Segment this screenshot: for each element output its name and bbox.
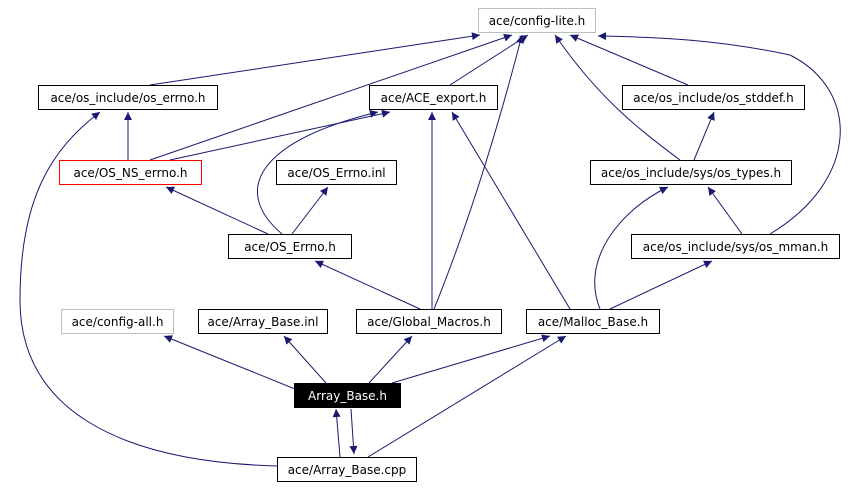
node-os-mman[interactable]: ace/os_include/sys/os_mman.h [631,234,840,259]
node-array-base-h[interactable]: Array_Base.h [294,383,401,408]
edge-array-base-h-to-global-macros [368,335,413,384]
edge-os-types-to-config-lite [554,34,681,161]
edge-array-base-h-to-config-all [163,335,301,392]
edge-cpp-to-array-base-h-a [332,408,341,458]
edge-array-base-h-to-cpp [349,408,358,455]
edge-cpp-to-os-errno [19,111,279,467]
node-os-errno[interactable]: ace/os_include/os_errno.h [38,85,218,110]
edge-os-errno-to-config-lite [149,32,481,86]
edge-os-errno-h-to-os-ns-errno [165,186,269,235]
node-os-stddef[interactable]: ace/os_include/os_stddef.h [622,85,805,110]
node-os-errno-inl[interactable]: ace/OS_Errno.inl [276,160,397,185]
edge-ace-export-to-config-lite [449,34,529,86]
node-os-errno-h[interactable]: ace/OS_Errno.h [228,234,352,259]
node-array-base-cpp[interactable]: ace/Array_Base.cpp [277,457,417,482]
node-array-base-inl[interactable]: ace/Array_Base.inl [198,309,328,334]
edge-malloc-base-to-os-types [594,186,669,310]
edge-cpp-to-malloc-base [367,335,567,458]
edge-global-macros-to-os-errno-h [314,260,421,310]
node-config-all[interactable]: ace/config-all.h [61,309,174,334]
edge-os-ns-errno-to-ace-export [169,109,391,161]
edge-array-base-h-to-malloc-base [391,334,551,384]
edge-os-ns-errno-to-config-lite [149,33,513,161]
node-os-types[interactable]: ace/os_include/sys/os_types.h [590,160,792,185]
edge-os-mman-to-config-lite [597,32,841,235]
node-os-ns-errno[interactable]: ace/OS_NS_errno.h [59,160,202,185]
edge-malloc-base-to-ace-export [451,111,571,310]
node-global-macros[interactable]: ace/Global_Macros.h [356,309,502,334]
edge-global-macros-to-config-lite [433,34,524,310]
node-ace-export[interactable]: ace/ACE_export.h [369,85,498,110]
edge-os-errno-h-to-os-errno-inl [291,186,329,235]
edge-os-mman-to-os-types [707,186,743,235]
edge-os-stddef-to-config-lite [569,34,689,86]
edge-array-base-h-to-array-base-inl [283,335,327,384]
edge-os-types-to-os-stddef [693,111,715,161]
node-config-lite[interactable]: ace/config-lite.h [478,8,596,33]
edge-malloc-base-to-os-mman [609,260,713,310]
node-malloc-base[interactable]: ace/Malloc_Base.h [526,309,660,334]
